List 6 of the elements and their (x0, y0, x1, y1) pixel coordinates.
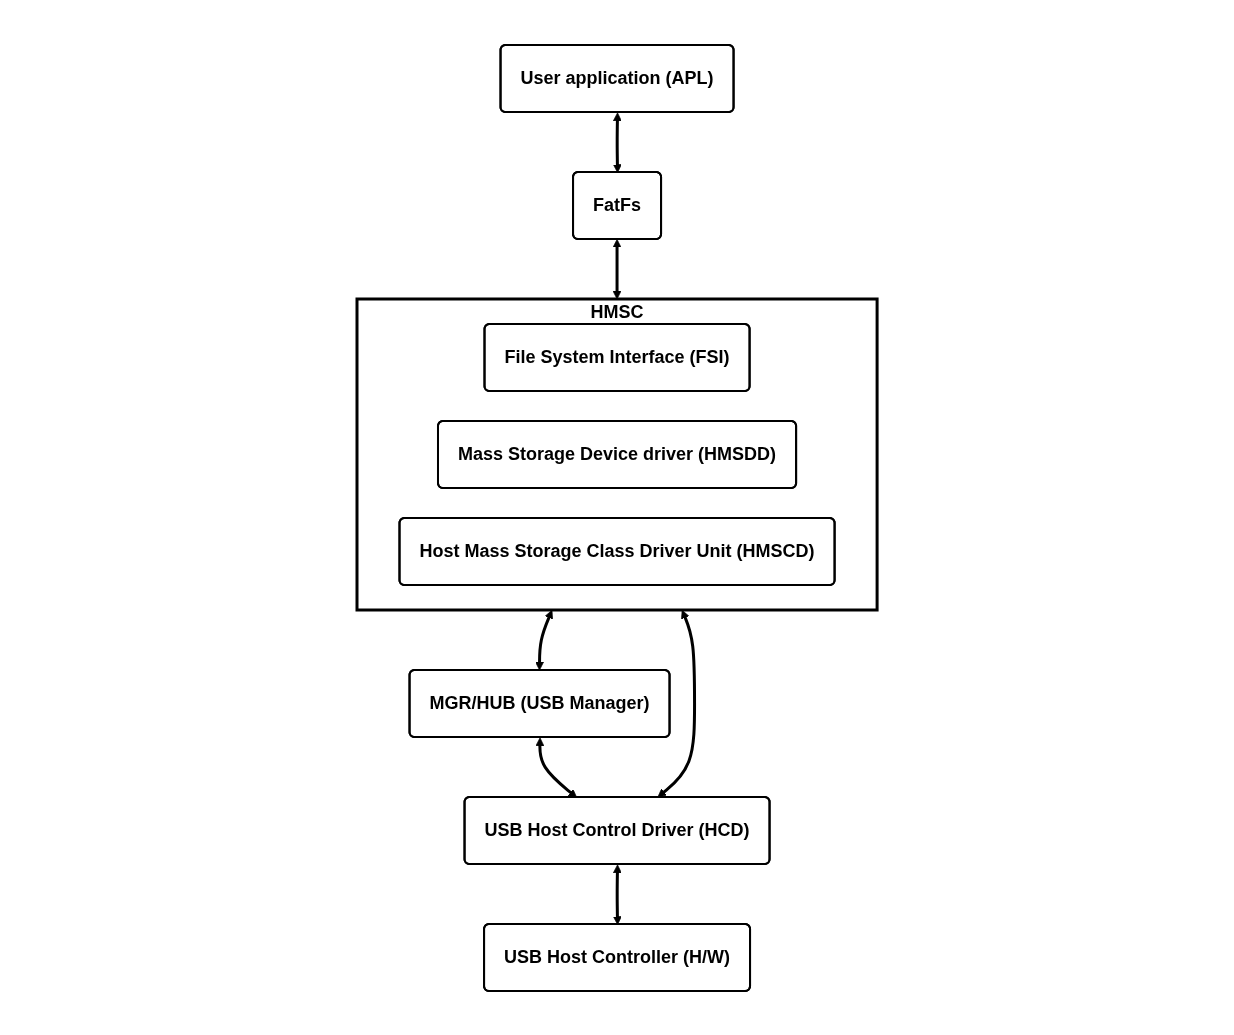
arrow (535, 737, 577, 798)
arrow (612, 864, 622, 925)
arrow (535, 609, 553, 670)
arrow (612, 112, 622, 173)
arrow (657, 609, 696, 797)
arrow (612, 238, 622, 299)
